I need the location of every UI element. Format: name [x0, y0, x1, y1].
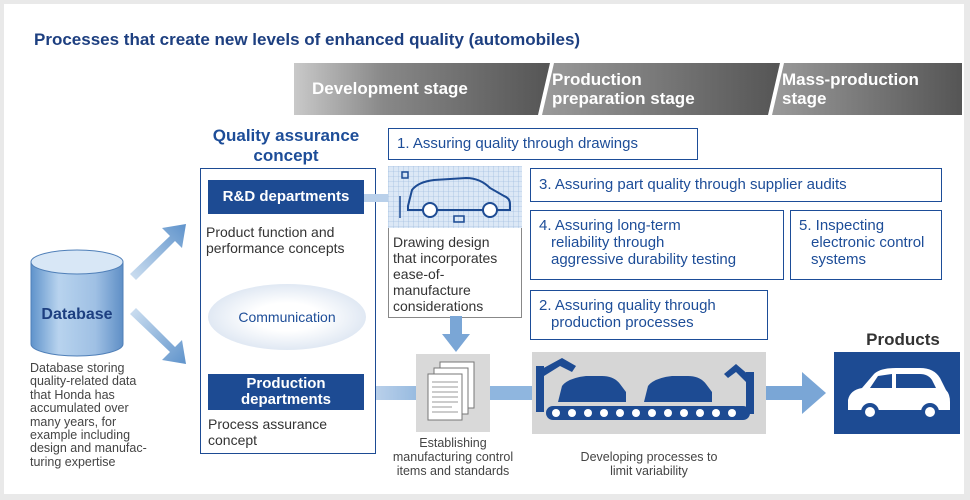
stage-band	[294, 63, 962, 115]
communication-label: Communication	[238, 309, 336, 325]
production-line-icon	[536, 358, 754, 420]
step-1-box: 1. Assuring quality through drawings	[388, 128, 698, 160]
database-cylinder-icon	[30, 249, 124, 357]
qa-concept-box	[200, 168, 376, 454]
database-desc-line: accumulated over	[30, 401, 129, 416]
database-desc-line: example including	[30, 428, 131, 443]
drawing-desc-line: that incorporates	[393, 250, 498, 266]
step-5-label-1: 5. Inspecting	[799, 217, 885, 234]
rd-to-drawing-connector	[364, 194, 388, 202]
step-4-label-2: reliability through	[551, 234, 665, 251]
flow-arrow-to-products-icon	[766, 372, 826, 414]
rd-text-2: performance concepts	[206, 240, 345, 256]
production-text-1: Process assurance	[208, 416, 328, 432]
drawing-desc-line: manufacture	[393, 282, 471, 298]
communication-ellipse	[208, 284, 366, 350]
stage-production-prep-shape	[542, 63, 780, 115]
manufacturing-desc-line: manufacturing control	[392, 450, 514, 464]
car-icon	[848, 368, 950, 421]
step-2-box: 2. Assuring quality through production p…	[530, 290, 768, 340]
rd-text-1: Product function and	[206, 224, 335, 240]
stage-production-prep-label-2: preparation stage	[552, 89, 695, 108]
drawing-desc-line: considerations	[393, 298, 484, 314]
step-4-box: 4. Assuring long-term reliability throug…	[530, 210, 784, 280]
database-desc-line: Database storing	[30, 361, 125, 375]
documents-icon	[427, 361, 475, 421]
production-departments-box: Production departments	[208, 374, 364, 410]
production-departments-label-1: Production	[246, 375, 326, 392]
production-text-2: concept	[208, 432, 258, 448]
flow-band-2	[490, 386, 532, 400]
flow-band-1	[376, 386, 416, 400]
database-desc-line: many years, for	[30, 414, 117, 429]
stage-production-prep-label-1: Production	[552, 70, 642, 89]
step-1-label: 1. Assuring quality through drawings	[397, 135, 638, 152]
processes-description: Developing processes to limit variabilit…	[540, 450, 758, 478]
step-3-box: 3. Assuring part quality through supplie…	[530, 168, 942, 202]
step-4-label-1: 4. Assuring long-term	[539, 217, 681, 234]
manufacturing-desc-line: items and standards	[396, 464, 510, 478]
drawing-desc-line: Drawing design	[393, 234, 490, 250]
stage-development-label: Development stage	[312, 79, 468, 98]
rd-departments-box: R&D departments	[208, 180, 364, 214]
products-label: Products	[866, 330, 940, 349]
step-2-label-2: production processes	[551, 314, 694, 331]
database-arrows-icon	[130, 224, 186, 364]
step-3-label: 3. Assuring part quality through supplie…	[539, 176, 847, 193]
step-5-label-2: electronic control	[811, 234, 925, 251]
qa-title-line-2: concept	[253, 146, 319, 165]
down-arrow-icon	[442, 316, 470, 352]
production-departments-label-2: departments	[240, 391, 332, 408]
qa-title-line-1: Quality assurance	[212, 126, 360, 145]
database-description: Database storing quality-related data th…	[30, 361, 147, 469]
database-desc-line: design and manufac-	[30, 441, 147, 456]
stage-mass-production-shape	[772, 63, 962, 115]
stage-mass-production-label-1: Mass-production	[782, 70, 919, 89]
database-desc-line: turing expertise	[30, 454, 116, 469]
rd-departments-label: R&D departments	[222, 188, 350, 205]
car-blueprint-icon	[388, 166, 522, 228]
stage-mass-production-label-2: stage	[782, 89, 827, 108]
diagram-title: Processes that create new levels of enha…	[34, 30, 581, 49]
step-5-label-3: systems	[811, 251, 867, 268]
stage-development-shape	[294, 63, 550, 115]
manufacturing-desc-line: Establishing	[419, 436, 487, 450]
database-desc-line: quality-related data	[30, 374, 137, 389]
drawing-design-description: Drawing design that incorporates ease-of…	[393, 234, 497, 314]
drawing-desc-line: ease-of-	[393, 266, 445, 282]
database-desc-line: that Honda has	[30, 387, 115, 402]
manufacturing-description: Establishing manufacturing control items…	[370, 436, 536, 478]
database-label: Database	[41, 306, 113, 323]
step-2-label-1: 2. Assuring quality through	[539, 297, 716, 314]
processes-desc-line: limit variability	[610, 464, 688, 478]
processes-desc-line: Developing processes to	[580, 450, 718, 464]
step-5-box: 5. Inspecting electronic control systems	[790, 210, 942, 280]
step-4-label-3: aggressive durability testing	[551, 251, 737, 268]
